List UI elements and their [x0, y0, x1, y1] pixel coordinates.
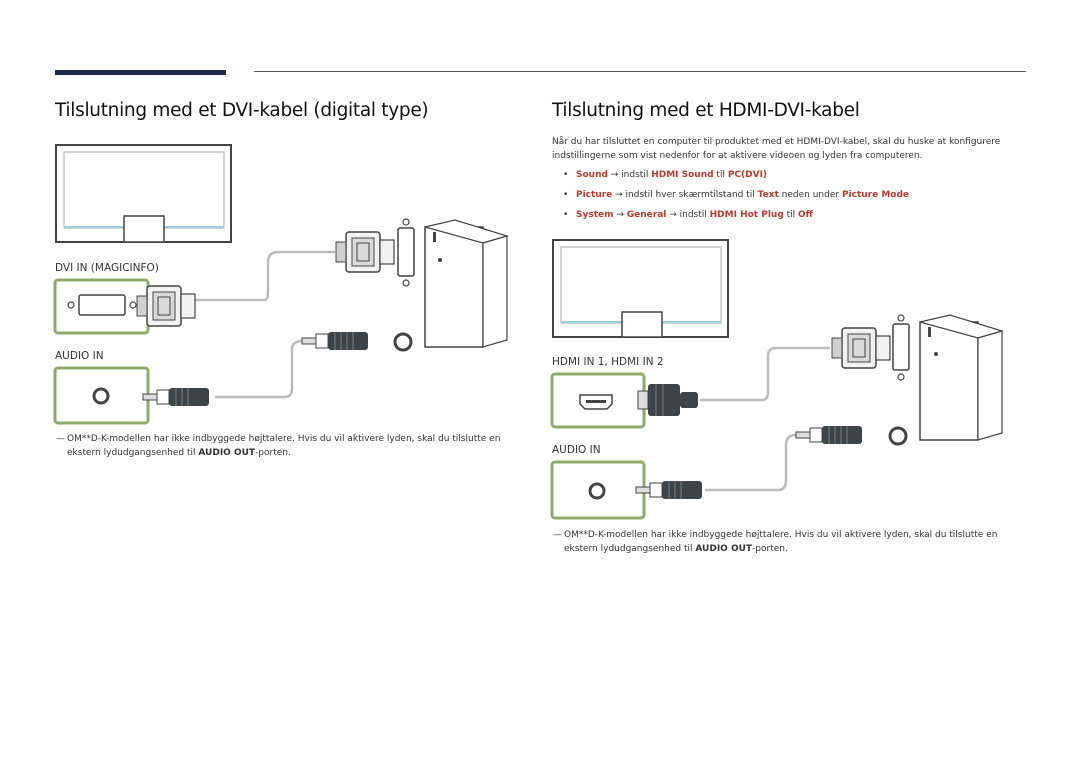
audio-jack-pc	[301, 331, 369, 351]
left-pc-tower	[424, 219, 510, 348]
header-accent-bar	[55, 70, 226, 75]
left-dvi-port-frame	[53, 278, 150, 335]
right-note: —OM**D-K-modellen har ikke indbyggede hø…	[553, 530, 998, 554]
audio-in-label-right: AUDIO IN	[552, 444, 601, 456]
header-rule	[254, 71, 1026, 72]
right-section-title: Tilslutning med et HDMI-DVI-kabel	[552, 100, 860, 121]
right-intro-text: Når du har tilsluttet en computer til pr…	[552, 137, 1001, 161]
settings-item: •Picture → indstil hver skærmtilstand ti…	[563, 190, 910, 200]
left-section-title: Tilslutning med et DVI-kabel (digital ty…	[55, 100, 429, 121]
pc-audio-port	[393, 332, 413, 352]
right-monitor	[552, 239, 729, 338]
dvi-plug-pc	[335, 231, 395, 273]
pc-audio-port-right	[888, 426, 908, 446]
right-pc-tower	[919, 314, 1005, 441]
left-audio-port-frame	[53, 366, 150, 425]
audio-jack-pc-right	[795, 425, 863, 445]
settings-item: •System → General → indstil HDMI Hot Plu…	[563, 210, 813, 220]
pc-dvi-port	[397, 218, 415, 287]
dvi-plug-pc-right	[831, 327, 891, 369]
settings-item: •Sound → indstil HDMI Sound til PC(DVI)	[563, 170, 768, 180]
settings-list: •Sound → indstil HDMI Sound til PC(DVI) …	[563, 169, 909, 229]
right-hdmi-port-frame	[550, 372, 646, 429]
left-note: —OM**D-K-modellen har ikke indbyggede hø…	[56, 434, 501, 458]
dvi-in-label: DVI IN (MAGICINFO)	[55, 262, 159, 274]
audio-jack-display-right	[635, 481, 702, 499]
left-monitor	[55, 144, 232, 243]
audio-jack-display	[142, 388, 209, 406]
audio-in-label-left: AUDIO IN	[55, 350, 104, 362]
pc-dvi-port-right	[892, 314, 910, 381]
right-audio-port-frame	[550, 460, 646, 520]
hdmi-in-label: HDMI IN 1, HDMI IN 2	[552, 356, 664, 368]
hdmi-plug	[637, 384, 698, 416]
